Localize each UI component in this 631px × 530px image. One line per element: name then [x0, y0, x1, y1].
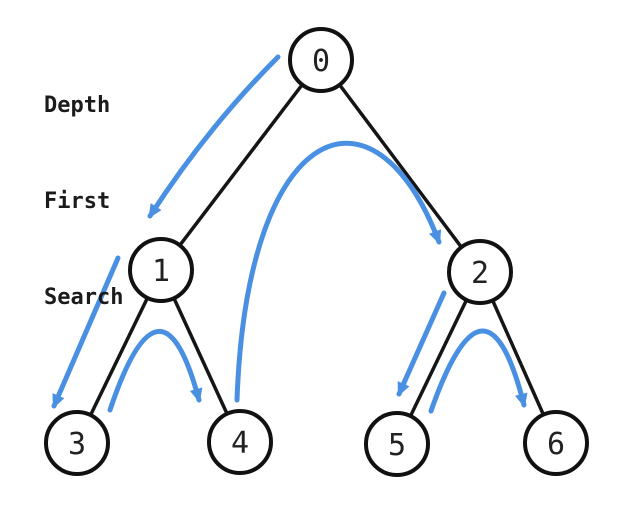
node-label-5: 5 — [388, 428, 406, 463]
tree-node-3: 3 — [44, 410, 110, 476]
node-circle-4 — [207, 409, 273, 475]
traversal-arrow-5-to-6 — [428, 328, 528, 414]
node-circle-2 — [447, 239, 513, 305]
node-circle-3 — [44, 410, 110, 476]
node-label-1: 1 — [152, 254, 170, 289]
node-circle-5 — [364, 411, 430, 477]
tree-node-4: 4 — [207, 409, 273, 475]
tree-node-5: 5 — [364, 411, 430, 477]
tree-node-1: 1 — [128, 237, 194, 303]
title-line-1: Depth — [44, 93, 111, 118]
title-line-3: Search — [44, 285, 124, 310]
node-circle-6 — [523, 410, 589, 476]
tree-nodes: 0 1 2 3 4 5 6 — [44, 27, 589, 477]
node-label-2: 2 — [471, 256, 489, 291]
node-label-4: 4 — [231, 426, 249, 461]
tree-edge-0-1 — [159, 58, 323, 272]
tree-edge-0-2 — [319, 58, 482, 274]
traversal-arrow-3-to-4 — [107, 329, 203, 413]
title-line-2: First — [44, 189, 111, 214]
node-label-3: 3 — [68, 427, 86, 462]
node-circle-1 — [128, 237, 194, 303]
node-label-6: 6 — [547, 427, 565, 462]
traversal-arrow-1-to-3 — [51, 255, 121, 409]
traversal-arrow-2-to-5 — [396, 290, 447, 397]
node-label-0: 0 — [312, 44, 330, 79]
tree-node-0: 0 — [288, 27, 354, 93]
diagram-title: Depth First Search — [44, 26, 123, 378]
tree-node-2: 2 — [447, 239, 513, 305]
node-circle-0 — [288, 27, 354, 93]
traversal-arrow-0-to-1 — [147, 54, 281, 219]
tree-node-6: 6 — [523, 410, 589, 476]
traversal-arrows — [51, 54, 528, 414]
traversal-arrow-4-to-2 — [234, 140, 442, 403]
